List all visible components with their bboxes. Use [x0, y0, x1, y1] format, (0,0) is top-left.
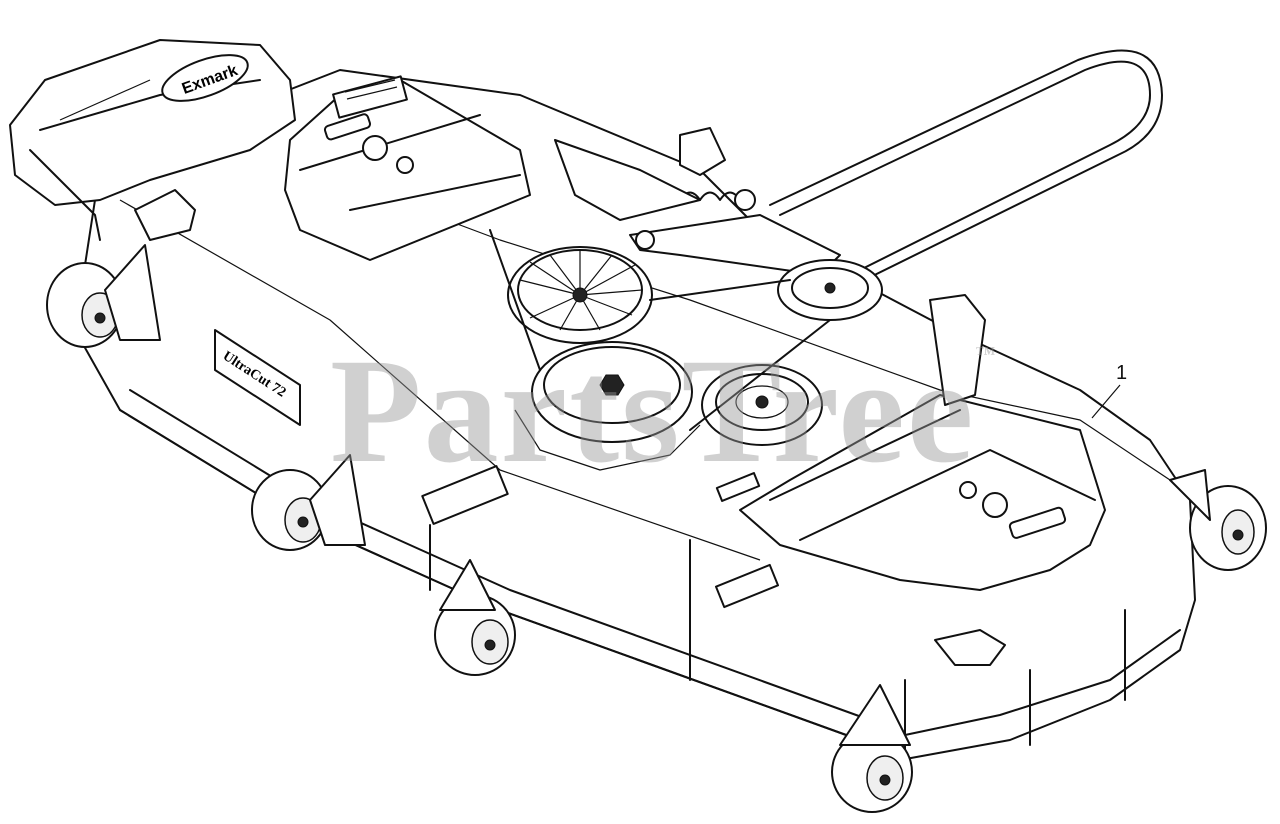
caster-wheel-rear-right [1169, 469, 1267, 571]
caster-wheel-front-center [434, 559, 516, 676]
drive-belt [769, 49, 1163, 293]
callout-1-leader [1091, 384, 1121, 419]
right-spindle-cover [739, 394, 1106, 591]
brand-logo-decal: Exmark [161, 54, 249, 102]
rear-mount-brackets [554, 127, 986, 406]
callout-label-1[interactable]: 1 [1116, 362, 1128, 384]
caster-wheel-front-right [831, 684, 913, 813]
caster-wheel-mid-left [251, 454, 366, 551]
watermark: PartsTree™ [330, 328, 998, 494]
warning-decals [134, 75, 1006, 666]
caster-wheel-front-left [46, 244, 161, 348]
center-pulley-area [489, 189, 883, 471]
